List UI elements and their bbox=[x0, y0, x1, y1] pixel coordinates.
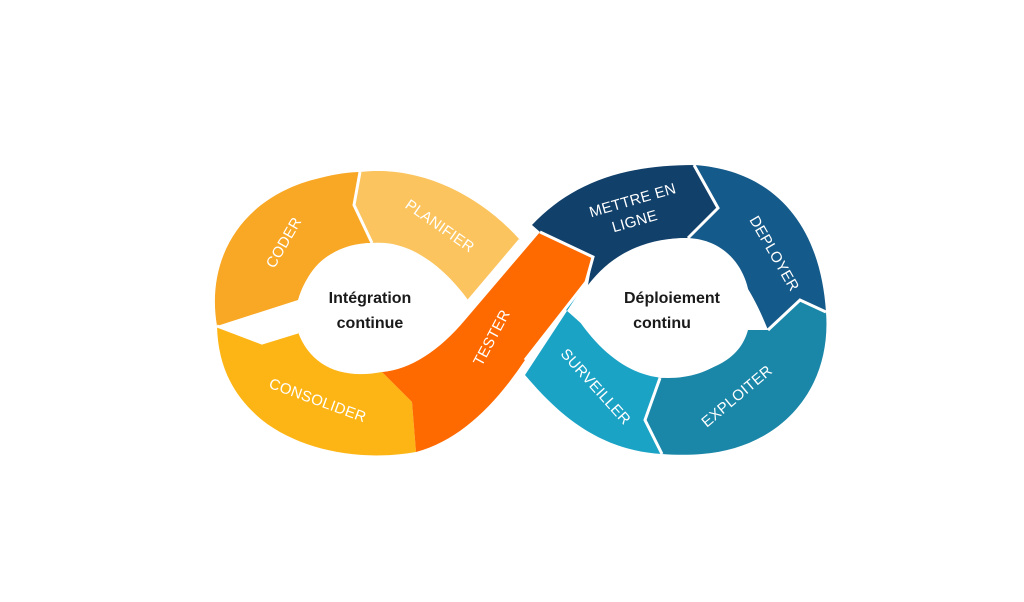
left-center-title-line2: continue bbox=[337, 315, 404, 332]
left-loop-hole bbox=[300, 242, 468, 372]
right-center-title-line2: continu bbox=[633, 315, 691, 332]
left-center-title-line1: Intégration bbox=[329, 290, 412, 307]
segment-planifier bbox=[354, 170, 520, 305]
segment-consolider bbox=[217, 326, 416, 456]
segment-deployer bbox=[688, 165, 826, 330]
right-center-title-line1: Déploiement bbox=[624, 290, 721, 307]
segment-separators bbox=[216, 164, 827, 455]
segment-mettre-en-ligne bbox=[532, 165, 718, 285]
segment-tester bbox=[382, 232, 593, 452]
segment-coder bbox=[214, 172, 372, 326]
segment-surveiller bbox=[525, 282, 662, 454]
segment-exploiter bbox=[645, 300, 827, 455]
right-loop-hole bbox=[576, 238, 751, 378]
